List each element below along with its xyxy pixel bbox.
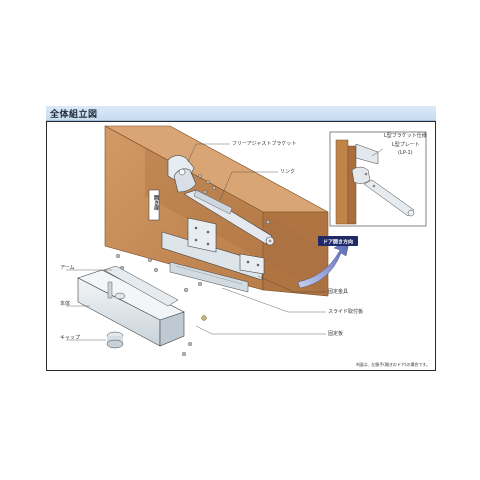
door-open-direction-label: ドア開き方向 (323, 239, 353, 246)
section-header: 全体組立図 (46, 106, 436, 121)
slide-plate (169, 261, 249, 293)
leader-lines (66, 143, 326, 341)
label-slide-plate: スライド取付板 (328, 308, 363, 315)
inset-plate-code: (LP-1) (398, 150, 413, 156)
label-cap: キャップ (60, 335, 80, 341)
end-cap (106, 331, 124, 349)
label-fixed-plate: 固定板 (328, 330, 343, 337)
free-adjust-bracket (167, 155, 197, 193)
door-open-direction: ドア開き方向 (297, 236, 358, 289)
label-body: 本体 (60, 300, 70, 307)
label-fixing-bracket: 固定金具 (328, 288, 348, 295)
closer-arm (103, 265, 179, 307)
bracket-screws (198, 174, 216, 194)
footnote: ※図は、左勝手(開きのドア)の場合です。 (356, 361, 430, 367)
mounting-screws (115, 219, 271, 357)
door-type-tag: 開き扉 (148, 189, 160, 221)
label-link: リンク (280, 169, 295, 175)
inset-title: L型ブラケット仕様 (384, 132, 427, 139)
inset-l-bracket: L型ブラケット仕様 L型プレート (LP-1) (329, 131, 427, 227)
fixing-bracket (161, 217, 265, 281)
inset-plate-label: L型プレート (392, 141, 420, 148)
closer-body (77, 269, 185, 347)
label-free-adjust-bracket: フリーアジャストブラケット (232, 140, 296, 147)
label-arm: アーム (60, 265, 75, 271)
link-arm (183, 189, 275, 246)
section-title: 全体組立図 (50, 110, 98, 120)
door-type-label: 開き扉 (153, 194, 160, 211)
